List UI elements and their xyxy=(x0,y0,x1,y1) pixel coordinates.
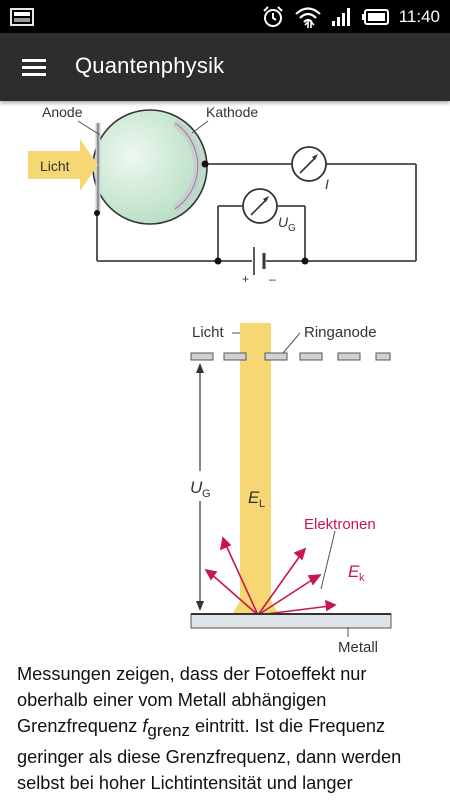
wifi-icon xyxy=(294,6,321,28)
current-symbol: I xyxy=(325,176,329,192)
voltage-subscript: G xyxy=(288,223,296,234)
light-beam xyxy=(233,323,278,613)
notification-image-icon xyxy=(10,8,34,26)
kinetic-energy-subscript: k xyxy=(359,572,365,584)
content-scroll-area[interactable]: Licht Anode Kathode I U G + – xyxy=(0,101,450,800)
anode-label: Anode xyxy=(42,104,83,120)
hamburger-menu-icon xyxy=(22,59,46,76)
photoeffect-diagram: Licht Ringanode E L U G Elektronen E k xyxy=(186,323,392,656)
light-energy-symbol: E xyxy=(248,488,260,507)
light-energy-subscript: L xyxy=(259,498,265,510)
electron-arrows xyxy=(204,536,337,616)
light-arrow: Licht xyxy=(28,139,98,191)
ring-anode-label: Ringanode xyxy=(304,324,377,341)
ug-symbol: U xyxy=(190,478,203,497)
plus-label: + xyxy=(242,272,249,286)
photocell-circuit-diagram: Licht Anode Kathode I U G + – xyxy=(28,104,417,286)
frequency-subscript: grenz xyxy=(147,721,190,740)
description-part1: Messungen zeigen, dass der Fotoeffekt nu… xyxy=(17,664,367,736)
photocell-tube xyxy=(92,109,209,225)
app-bar: Quantenphysik xyxy=(0,33,450,101)
battery-icon xyxy=(361,8,389,25)
light-label: Licht xyxy=(40,158,70,174)
voltage-symbol: U xyxy=(278,214,289,230)
ring-anode xyxy=(190,352,391,361)
alarm-icon xyxy=(263,5,283,27)
electrons-label: Elektronen xyxy=(304,516,376,533)
menu-button[interactable] xyxy=(14,49,54,85)
circuit-wires xyxy=(96,163,417,262)
status-time: 11:40 xyxy=(398,6,440,26)
voltage-arrow: U G xyxy=(186,363,214,611)
status-bar: 11:40 xyxy=(0,0,450,33)
battery-source: + – xyxy=(242,247,276,286)
description-paragraph: Messungen zeigen, dass der Fotoeffekt nu… xyxy=(17,661,437,800)
metal-plate: Metall xyxy=(190,613,392,656)
voltmeter: U G xyxy=(242,188,296,234)
ammeter: I xyxy=(291,146,329,192)
ug-subscript: G xyxy=(202,488,211,500)
cathode-label: Kathode xyxy=(206,104,258,120)
metal-label: Metall xyxy=(338,639,378,656)
app-title: Quantenphysik xyxy=(75,53,225,78)
signal-icon xyxy=(331,7,350,26)
light-label-2: Licht xyxy=(192,324,225,341)
minus-label: – xyxy=(269,272,276,286)
kinetic-energy-symbol: E xyxy=(348,562,360,581)
frequency-symbol: f xyxy=(142,716,148,736)
